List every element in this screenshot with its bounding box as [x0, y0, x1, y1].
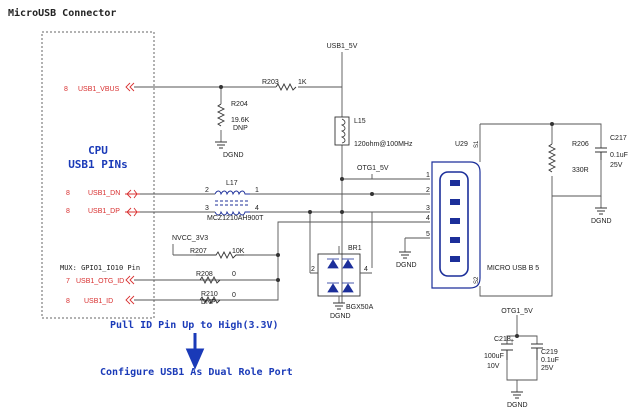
- port-arrows: [125, 82, 140, 305]
- pin-name-otg-id: USB1_OTG_ID: [76, 278, 124, 285]
- pin-number-vbus: 8: [64, 86, 68, 93]
- r210-ref: R210: [201, 291, 218, 298]
- c219-voltage: 25V: [541, 365, 554, 372]
- r203-ref: R203: [262, 79, 279, 86]
- l17-choke: [214, 190, 250, 216]
- c218-polarity: +: [510, 338, 514, 345]
- dgnd-label-u29: DGND: [396, 262, 417, 269]
- u29-ref: U29: [455, 141, 468, 148]
- net-label-usb1-5v: USB1_5V: [327, 43, 358, 50]
- c217-value: 0.1uF: [610, 152, 628, 159]
- l15-ref: L15: [354, 118, 366, 125]
- u29-body: [431, 161, 481, 289]
- r203-resistor: [275, 82, 297, 92]
- r208-resistor: [199, 275, 221, 285]
- c218-value: 100uF: [484, 353, 504, 360]
- pin-number-otg-id: 7: [66, 278, 70, 285]
- r207-resistor: [196, 250, 244, 260]
- l15-inductor: [334, 116, 350, 146]
- u29-pin2: 2: [426, 187, 430, 194]
- r203-value: 1K: [298, 79, 307, 86]
- pin-number-id: 8: [66, 298, 70, 305]
- pin-name-vbus: USB1_VBUS: [78, 86, 120, 93]
- wires: [134, 52, 602, 392]
- net-label-otg1-5v-bottom: OTG1_5V: [501, 308, 533, 315]
- c217-capacitor: [595, 147, 607, 160]
- r204-ref: R204: [231, 101, 248, 108]
- c219-ref: C219: [541, 349, 558, 356]
- u29-s2: S2: [474, 276, 480, 284]
- l17-value: MCZ1210AH900T: [207, 215, 264, 222]
- u29-pin4: 4: [426, 215, 430, 222]
- br1-wires: [310, 246, 372, 303]
- mux-label: MUX: GPIO1_IO10 Pin: [60, 264, 140, 272]
- cpu-block: [41, 31, 155, 319]
- l15-coil: [340, 118, 346, 144]
- c219-capacitor: [531, 343, 543, 360]
- c217-ref: C217: [610, 135, 627, 142]
- r206-ref: R206: [572, 141, 589, 148]
- r210-dnp: DNP: [201, 299, 216, 306]
- dgnd-label-c218: DGND: [507, 402, 528, 409]
- br1-pin4: 4: [364, 266, 368, 273]
- l17-pin4: 4: [255, 205, 259, 212]
- cpu-subtitle: USB1 PINs: [68, 158, 128, 171]
- ground-symbols: [215, 141, 607, 399]
- cpu-title: CPU: [88, 144, 108, 157]
- u29-contacts: [450, 180, 460, 262]
- r204-resistor: [216, 103, 226, 127]
- dgnd-label-br1: DGND: [330, 313, 351, 320]
- diagram-title: MicroUSB Connector: [8, 7, 116, 19]
- c218-ref: C218: [494, 336, 511, 343]
- dgnd-label-r204: DGND: [223, 152, 244, 159]
- br1-ref: BR1: [348, 245, 362, 252]
- down-arrow-icon: [185, 333, 205, 370]
- c218-voltage: 10V: [487, 363, 500, 370]
- br1-value: BGX50A: [346, 304, 374, 311]
- r206-resistor: [547, 143, 557, 173]
- pin-name-dn: USB1_DN: [88, 190, 120, 197]
- pullup-annotation: Pull ID Pin Up to High(3.3V): [110, 319, 279, 331]
- r204-dnp: DNP: [233, 125, 248, 132]
- pin-name-dp: USB1_DP: [88, 208, 120, 215]
- c219-value: 0.1uF: [541, 357, 559, 364]
- br1-pin2: 2: [311, 266, 315, 273]
- l15-value: 120ohm@100MHz: [354, 141, 413, 148]
- r207-value: 10K: [232, 248, 245, 255]
- br1-diodes: [327, 258, 354, 293]
- u29-pin3: 3: [426, 205, 430, 212]
- pin-number-dn: 8: [66, 190, 70, 197]
- l17-pin1: 1: [255, 187, 259, 194]
- r206-value: 330R: [572, 167, 589, 174]
- c218-capacitor: [501, 343, 513, 360]
- r208-ref: R208: [196, 271, 213, 278]
- l17-pin3: 3: [205, 205, 209, 212]
- u29-value: MICRO USB B 5: [487, 265, 539, 272]
- r210-value: 0: [232, 292, 236, 299]
- u29-s1: S1: [474, 140, 480, 148]
- junctions: [219, 85, 554, 338]
- c217-voltage: 25V: [610, 162, 623, 169]
- r210-resistor: [199, 295, 221, 305]
- r208-value: 0: [232, 271, 236, 278]
- l17-ref: L17: [226, 180, 238, 187]
- r204-value: 19.6K: [231, 117, 250, 124]
- dgnd-label-c217: DGND: [591, 218, 612, 225]
- configure-annotation: Configure USB1 As Dual Role Port: [100, 366, 293, 378]
- u29-pin1: 1: [426, 172, 430, 179]
- net-label-otg1-5v-top: OTG1_5V: [357, 165, 389, 172]
- l17-pin2: 2: [205, 187, 209, 194]
- pin-number-dp: 8: [66, 208, 70, 215]
- pin-name-id: USB1_ID: [84, 298, 113, 305]
- br1-body: [317, 253, 361, 297]
- r207-ref: R207: [190, 248, 207, 255]
- u29-pin5: 5: [426, 231, 430, 238]
- net-label-nvcc: NVCC_3V3: [172, 235, 208, 242]
- u29-inner: [439, 171, 469, 277]
